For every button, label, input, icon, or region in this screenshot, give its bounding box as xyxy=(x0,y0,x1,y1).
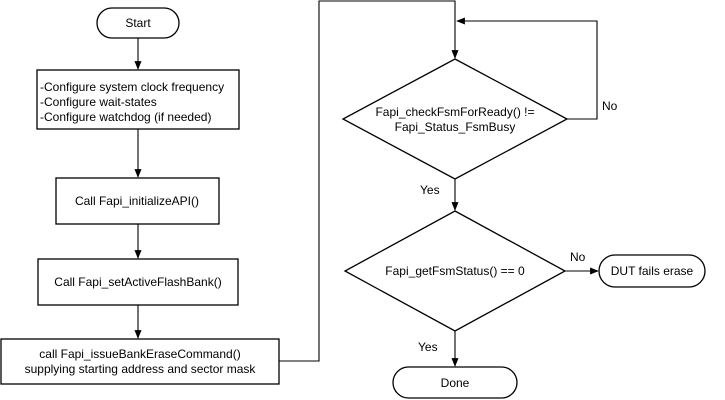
start-node: Start xyxy=(96,7,180,39)
fails-label: DUT fails erase xyxy=(611,264,694,278)
configure-line-3: -Configure watchdog (if needed) xyxy=(40,110,211,124)
erase-command-node: call Fapi_issueBankEraseCommand() supply… xyxy=(0,338,280,385)
start-label: Start xyxy=(125,16,151,30)
edge-check-no-loop xyxy=(456,17,598,120)
set-bank-node: Call Fapi_setActiveFlashBank() xyxy=(37,258,239,306)
check-ready-line-1: Fapi_checkFsmForReady() != xyxy=(375,105,534,119)
erase-command-line-1: call Fapi_issueBankEraseCommand() xyxy=(39,347,240,361)
edge-erase-to-check xyxy=(279,0,459,362)
edge-label-no-loop: No xyxy=(602,99,618,113)
check-ready-line-2: Fapi_Status_FsmBusy xyxy=(395,120,516,134)
set-bank-label: Call Fapi_setActiveFlashBank() xyxy=(54,275,221,289)
erase-command-line-2: supplying starting address and sector ma… xyxy=(25,362,257,376)
configure-line-1: -Configure system clock frequency xyxy=(40,80,224,94)
init-api-node: Call Fapi_initializeAPI() xyxy=(55,177,220,225)
edge-label-yes-ready: Yes xyxy=(420,183,440,197)
get-status-decision: Fapi_getFsmStatus() == 0 xyxy=(343,210,567,332)
check-ready-decision: Fapi_checkFsmForReady() != Fapi_Status_F… xyxy=(341,58,569,180)
fails-node: DUT fails erase xyxy=(598,254,706,288)
edge-label-yes-done: Yes xyxy=(418,340,438,354)
configure-line-2: -Configure wait-states xyxy=(40,95,157,109)
get-status-label: Fapi_getFsmStatus() == 0 xyxy=(385,264,525,278)
configure-node: -Configure system clock frequency -Confi… xyxy=(36,69,240,130)
done-node: Done xyxy=(392,366,518,399)
done-label: Done xyxy=(441,376,470,390)
edge-label-no-fail: No xyxy=(570,250,586,264)
init-api-label: Call Fapi_initializeAPI() xyxy=(75,194,199,208)
